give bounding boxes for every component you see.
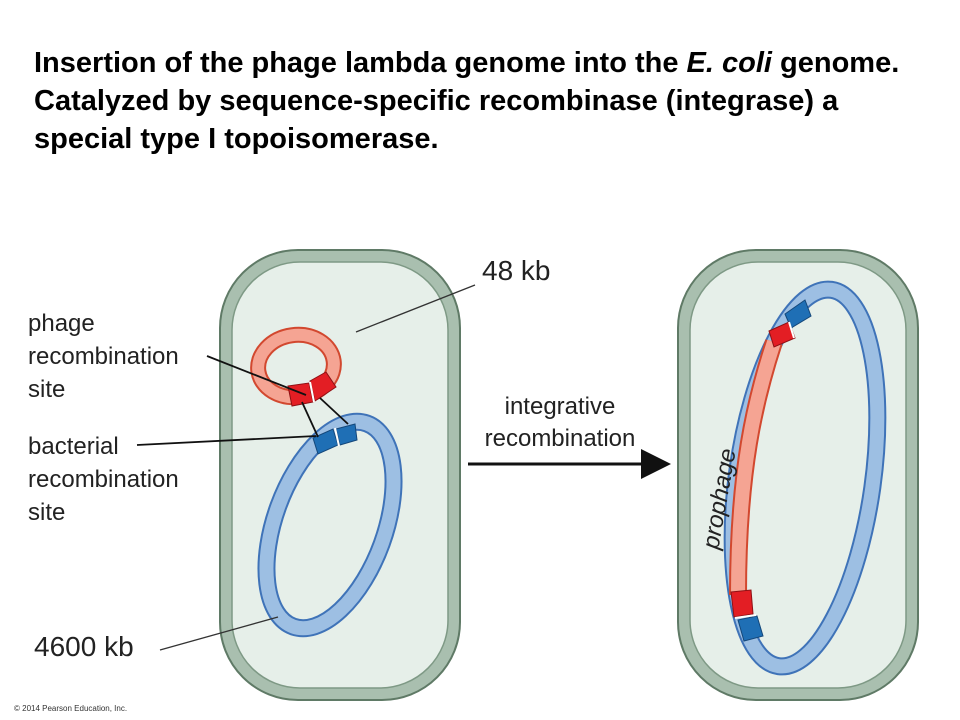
attR-site [730,589,764,642]
label-phage-site-3: site [28,376,65,403]
title-line-1: Insertion of the phage lambda genome int… [34,47,900,79]
left-cell-cytoplasm [231,261,449,689]
leader-4600kb [159,616,279,651]
label-phage-site-2: recombination [28,343,179,370]
phage-recombination-site [287,371,337,407]
bacterial-recombination-site [312,423,358,455]
leader-48kb [355,284,476,333]
label-process-2: recombination [485,425,636,452]
label-4600kb: 4600 kb [34,631,134,662]
label-bacterial-site-3: site [28,499,65,526]
copyright-notice: © 2014 Pearson Education, Inc. [14,704,128,713]
left-cell [219,249,461,701]
bacterial-chromosome [257,412,403,638]
label-48kb: 48 kb [482,255,551,286]
leader-phage-site [206,355,307,396]
crossover-line-1 [301,401,319,438]
label-process-1: integrative [505,393,616,420]
title-line-2: Catalyzed by sequence-specific recombina… [34,85,839,155]
label-bacterial-site-1: bacterial [28,433,119,460]
label-bacterial-site-2: recombination [28,466,179,493]
attL-site [768,299,812,348]
leader-bacterial-site [136,435,317,446]
title-block: Insertion of the phage lambda genome int… [34,44,944,158]
label-phage-site-1: phage [28,310,95,337]
crossover-line-2 [319,397,349,425]
species-name: E. coli [686,47,772,79]
prophage-segment [729,339,783,596]
